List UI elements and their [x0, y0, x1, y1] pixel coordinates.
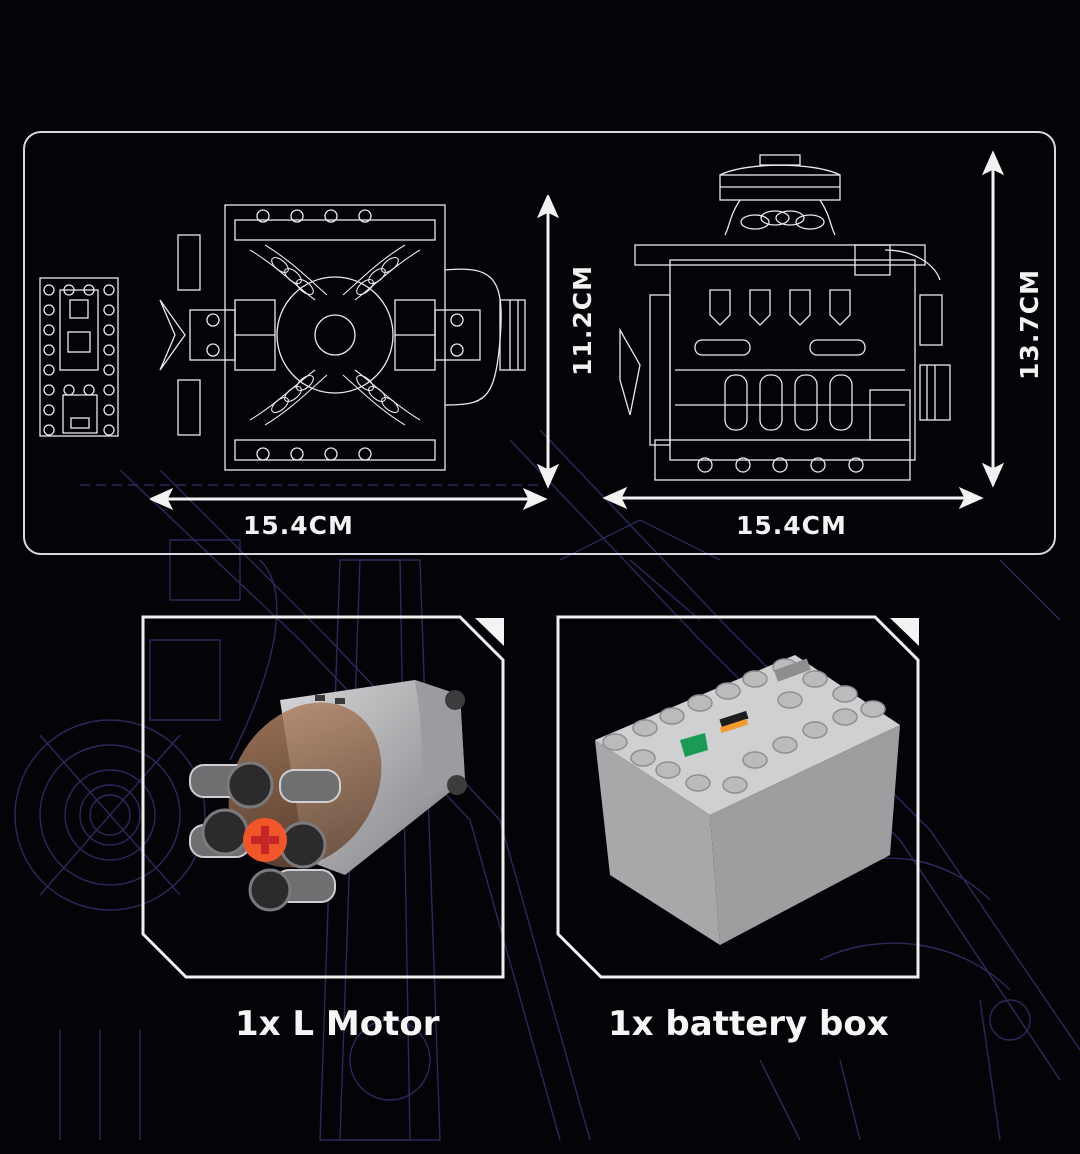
- top-view-dimension-arrows: [150, 195, 560, 510]
- corner-triangle-icon: [475, 618, 504, 646]
- side-view-height-label: 13.7CM: [1014, 269, 1044, 380]
- l-motor-icon: [189, 680, 467, 912]
- top-view-width-label: 15.4CM: [243, 511, 354, 540]
- side-view-dimension-arrows: [602, 150, 1005, 510]
- green-button-icon: [680, 733, 708, 757]
- top-view-height-label: 11.2CM: [567, 265, 597, 376]
- battery-box-icon: [595, 655, 900, 945]
- engine-top-view-drawing: [39, 204, 526, 471]
- motor-card-frame: [141, 615, 505, 979]
- orange-switch-icon: [719, 718, 749, 734]
- corner-triangle-icon: [890, 618, 919, 646]
- battery-card-frame: [556, 615, 920, 979]
- hub-studs: [43, 284, 115, 436]
- engine-side-view-drawing: [619, 154, 951, 481]
- motor-caption: 1x L Motor: [235, 1004, 440, 1044]
- dimensions-panel: [23, 131, 1056, 555]
- battery-caption: 1x battery box: [608, 1004, 889, 1044]
- side-view-width-label: 15.4CM: [736, 511, 847, 540]
